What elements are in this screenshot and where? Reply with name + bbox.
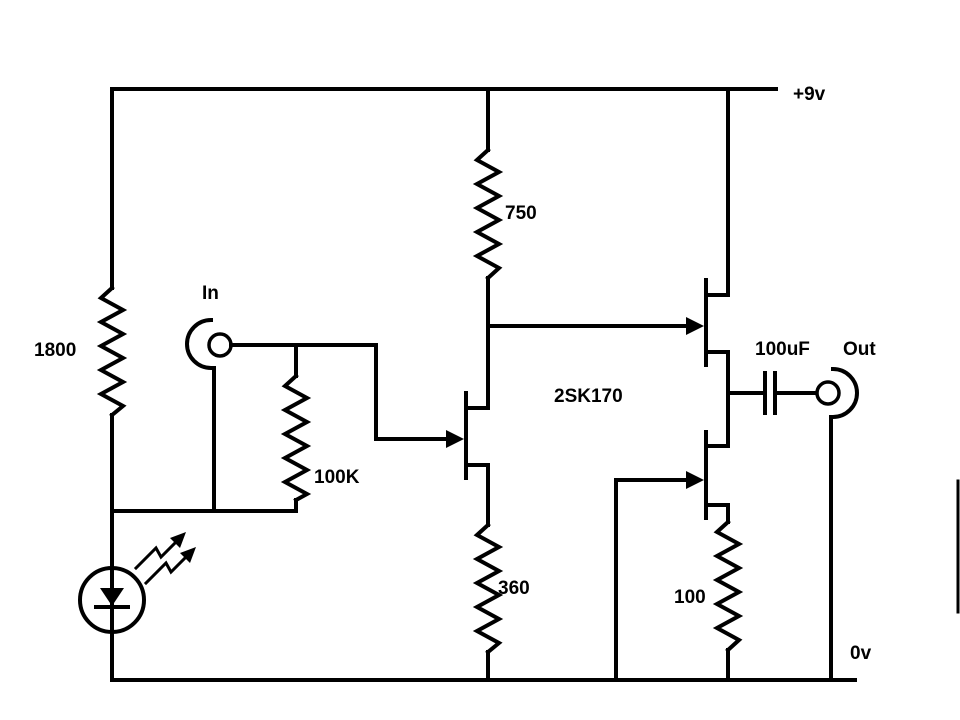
resistor-100 — [712, 519, 744, 653]
supply-label: +9v — [793, 84, 826, 105]
photodiode — [78, 566, 146, 634]
gate-arrow-q3 — [686, 471, 704, 489]
gate-arrow-q1 — [446, 430, 464, 448]
r-input-label: 100K — [314, 467, 360, 488]
resistor-1800 — [96, 285, 128, 418]
resistor-360 — [472, 522, 504, 655]
output-label: Out — [843, 339, 876, 360]
input-signal-wire — [229, 343, 448, 441]
output-jack-icon — [815, 366, 859, 420]
transistor-label: 2SK170 — [554, 386, 623, 407]
drain-wire-q1 — [464, 276, 490, 410]
resistor-100k — [280, 373, 312, 503]
r-drain-label: 750 — [505, 203, 537, 224]
ground-label: 0v — [850, 643, 872, 664]
gate-arrow-q2 — [686, 317, 704, 335]
q3-gate-wire — [614, 478, 688, 682]
capacitor-label: 100uF — [755, 339, 810, 360]
input-jack-icon — [185, 317, 233, 371]
q2-drain-wire — [704, 87, 730, 297]
r-bias-label: 1800 — [34, 340, 76, 361]
q3-source-wire — [704, 503, 730, 524]
light-rays-icon — [133, 532, 196, 586]
r-output-label: 100 — [674, 587, 706, 608]
source-wire-q1 — [464, 463, 490, 527]
r-source-label: 360 — [498, 578, 530, 599]
q2-source-wire — [704, 350, 730, 448]
resistor-750 — [472, 147, 504, 281]
input-label: In — [202, 283, 219, 304]
